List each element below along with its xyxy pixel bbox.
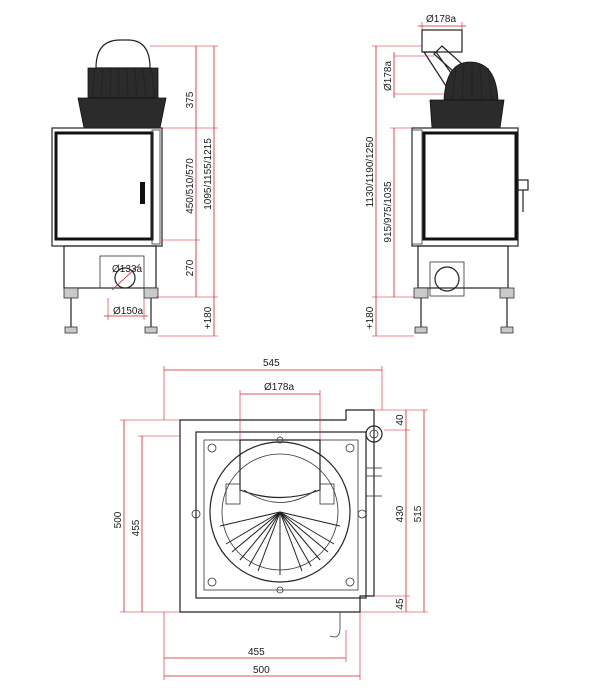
front-dome-ribs (91, 67, 156, 99)
front-door-handle (140, 182, 145, 204)
top-knob (365, 425, 383, 443)
side-dim-flue-side: Ø178a (383, 61, 394, 91)
front-dim-leg: +180 (203, 306, 214, 329)
side-outlet-box (429, 261, 465, 297)
top-dim-500-bottom: 500 (253, 665, 270, 676)
side-leg-right-pad (500, 326, 514, 334)
top-dim-455-left: 455 (131, 519, 142, 536)
side-dim-total: 1130/1190/1250 (365, 136, 376, 207)
side-handle-box (517, 179, 529, 191)
front-dim-door: 450/510/570 (185, 158, 196, 214)
side-dome (443, 61, 499, 101)
front-dim-dome: 375 (185, 91, 196, 108)
front-view: 375 450/510/570 270 1095/1155/1215 +180 … (51, 39, 218, 337)
top-dim-flue: Ø178a (264, 382, 294, 393)
front-dome-cap (95, 39, 151, 69)
top-bolt-br (345, 577, 355, 587)
top-dim-455-bottom: 455 (248, 647, 265, 658)
side-outlet-circle (434, 266, 460, 292)
side-dome-ribs (451, 63, 493, 101)
side-base (417, 245, 509, 289)
front-outlet-leader (111, 263, 141, 291)
front-leg-right-foot (143, 287, 159, 299)
front-dim-outlet: Ø133a (112, 264, 142, 275)
top-view: 545 Ø178a 40 430 45 515 500 455 455 (113, 358, 428, 680)
top-cable (329, 612, 341, 638)
front-dome-skirt (77, 97, 167, 129)
front-side-panel (151, 129, 161, 245)
top-dim-430: 430 (395, 505, 406, 522)
side-side-panel (411, 129, 423, 245)
side-dim-door: 915/975/1035 (383, 181, 394, 243)
front-dome-body (87, 67, 159, 99)
side-leg-left-pad (414, 326, 428, 334)
front-dim-outlet-bottom: Ø150a (113, 306, 143, 317)
top-bolt-r (357, 509, 367, 519)
top-grate-outer (209, 441, 351, 583)
top-bolt-tr (345, 443, 355, 453)
top-flue-collar (239, 439, 321, 499)
top-dim-40: 40 (395, 414, 406, 426)
front-dim-total: 1095/1155/1215 (203, 138, 214, 210)
front-dim-base: 270 (185, 259, 196, 276)
front-leg-left-pad (64, 326, 78, 334)
side-leg-left-foot (413, 287, 429, 299)
side-dim-flue-top: Ø178a (426, 14, 456, 25)
top-dim-45: 45 (395, 598, 406, 610)
side-leg-right-foot (499, 287, 515, 299)
top-bracket-right (319, 483, 335, 505)
top-knob-inner (369, 429, 379, 439)
top-flue-arc (243, 489, 317, 503)
top-dim-545: 545 (263, 358, 280, 369)
side-glass-door (422, 131, 518, 241)
front-base (63, 245, 157, 289)
top-bolt-tl (207, 443, 217, 453)
front-outlet-circle (114, 267, 136, 289)
top-bolt-l (191, 509, 201, 519)
top-bolt-t (276, 436, 284, 444)
top-bolt-bl (207, 577, 217, 587)
top-dim-515: 515 (413, 505, 424, 522)
front-leg-right-pad (144, 326, 158, 334)
side-dim-leg: +180 (365, 306, 376, 329)
top-bracket-left (225, 483, 241, 505)
top-grate-ribs (219, 511, 341, 575)
side-view: Ø178a Ø178a 1130/1190/1250 915/975/1035 … (365, 14, 529, 337)
side-dome-skirt (429, 99, 505, 129)
side-flue-pipe (421, 29, 463, 53)
front-glass-door (54, 131, 154, 241)
front-leg-left-foot (63, 287, 79, 299)
top-bolt-b (276, 586, 284, 594)
top-dim-500-left: 500 (113, 511, 124, 528)
